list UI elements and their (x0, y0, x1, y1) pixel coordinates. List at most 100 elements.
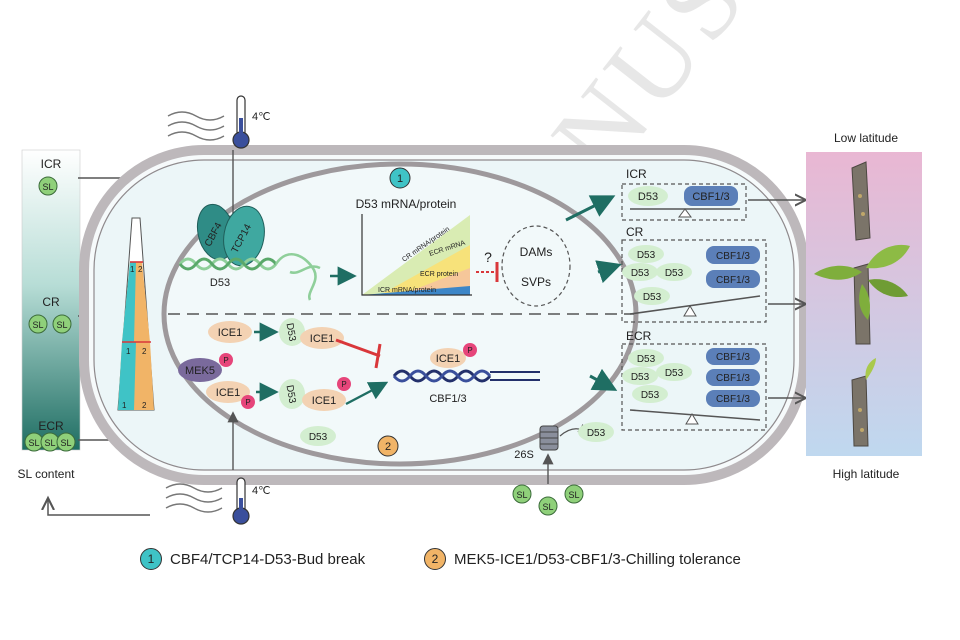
svg-text:26S: 26S (514, 449, 534, 461)
cr-label: CR (42, 295, 60, 309)
svg-text:P: P (341, 380, 346, 389)
svg-text:D53: D53 (631, 268, 650, 279)
cbf4-tcp14-complex: CBF4 TCP14 (196, 203, 265, 267)
svg-text:SL: SL (568, 490, 579, 500)
svg-text:D53: D53 (638, 191, 658, 203)
legend-item-2-text: MEK5-ICE1/D53-CBF1/3-Chilling tolerance (454, 550, 741, 568)
svg-text:CBF1/3: CBF1/3 (716, 251, 750, 262)
inhibition-bar (335, 338, 381, 358)
svg-text:2: 2 (385, 441, 391, 453)
svg-text:2: 2 (142, 347, 147, 356)
d53-gene-label: D53 (210, 277, 230, 289)
svg-text:D53: D53 (284, 322, 298, 342)
pathway-2-legend-badge: 2 (424, 548, 446, 570)
svg-text:ICE1: ICE1 (218, 327, 242, 339)
sl-molecules-bottom: SL SL SL (512, 484, 584, 516)
dams-svps: DAMs SVPs (501, 225, 571, 307)
svg-text:4℃: 4℃ (252, 485, 270, 497)
sl-molecule (56, 432, 76, 452)
sl-molecule (38, 176, 58, 196)
svg-text:ICE1: ICE1 (436, 353, 460, 365)
svg-text:ECR: ECR (626, 329, 652, 343)
proteasome-26s: 26S D53 (514, 422, 614, 484)
svg-text:1: 1 (122, 401, 127, 410)
inhibition-question: ? (476, 249, 499, 282)
svg-text:SVPs: SVPs (521, 275, 551, 289)
svg-text:CR: CR (626, 225, 644, 239)
svg-text:DAMs: DAMs (520, 245, 553, 259)
svg-text:D53: D53 (284, 384, 298, 404)
chart-title: D53 mRNA/protein (356, 197, 457, 211)
svg-text:SL: SL (60, 438, 71, 448)
legend-item-1-text: CBF4/TCP14-D53-Bud break (170, 550, 366, 568)
svg-text:CBF1/3: CBF1/3 (692, 191, 729, 203)
pathway-1-legend-badge: 1 (140, 548, 162, 570)
svg-text:CBF1/3: CBF1/3 (716, 373, 750, 384)
svg-text:?: ? (484, 249, 492, 265)
svg-text:SL: SL (542, 502, 553, 512)
svg-text:ICE1: ICE1 (312, 395, 336, 407)
low-latitude-label: Low latitude (834, 131, 898, 145)
svg-text:D53: D53 (309, 432, 328, 443)
latitude-panel: Low latitude High latitude (806, 131, 922, 481)
d53-free: D53 (300, 426, 336, 446)
nucleus-output-arrows (565, 195, 622, 391)
svg-text:1: 1 (130, 265, 135, 274)
sl-gauge: 1 2 1 2 1 2 (117, 217, 155, 411)
svg-text:ECR protein: ECR protein (420, 271, 458, 278)
svg-text:SL: SL (42, 182, 53, 192)
svg-text:ICE1: ICE1 (310, 333, 334, 345)
svg-text:1: 1 (397, 173, 403, 185)
svg-text:ICE1: ICE1 (216, 387, 240, 399)
svg-text:P: P (223, 356, 228, 365)
svg-text:D53: D53 (665, 368, 684, 379)
cold-wind-bottom (165, 483, 223, 513)
d53-expression-chart: D53 mRNA/protein CR mRNA/protein ECR mRN… (356, 197, 472, 296)
svg-text:D53: D53 (637, 354, 656, 365)
svg-text:SL: SL (516, 490, 527, 500)
svg-text:D53: D53 (587, 428, 606, 439)
cold-wind-top (167, 111, 225, 141)
svg-text:CBF1/3: CBF1/3 (716, 275, 750, 286)
svg-text:CBF1/3: CBF1/3 (716, 352, 750, 363)
thermometer-top-icon: 4℃ (232, 95, 270, 149)
svg-text:D53: D53 (665, 268, 684, 279)
sl-content-bar: ICR SL CR SL SL ECR SL SL SL SL content (18, 149, 81, 481)
icr-balance-box: ICR D53 CBF1/3 (621, 167, 747, 221)
svg-text:MEK5: MEK5 (185, 365, 215, 377)
svg-text:1: 1 (126, 347, 131, 356)
icr-label: ICR (41, 157, 62, 171)
ecr-label: ECR (38, 419, 64, 433)
cr-balance-box: CR D53 D53 D53 D53 CBF1/3 CBF1/3 (621, 225, 767, 323)
svg-text:2: 2 (138, 265, 143, 274)
cbf13-promoter: ICE1 P CBF1/3 (392, 343, 540, 405)
box-output-arrows (748, 200, 806, 398)
svg-text:P: P (245, 398, 250, 407)
high-latitude-label: High latitude (833, 467, 900, 481)
svg-text:2: 2 (142, 401, 147, 410)
pathway-1-badge (389, 167, 411, 189)
svg-text:D53: D53 (631, 372, 650, 383)
legend-item-1: 1 CBF4/TCP14-D53-Bud break (140, 548, 365, 570)
svg-text:D53: D53 (643, 292, 662, 303)
sl-content-caption: SL content (18, 467, 76, 481)
thermometer-bottom-icon: 4℃ (232, 477, 270, 525)
svg-text:SL: SL (44, 438, 55, 448)
dna-helix-d53 (178, 253, 321, 301)
svg-text:SL: SL (32, 320, 43, 330)
svg-text:SL: SL (56, 320, 67, 330)
svg-text:SL: SL (28, 438, 39, 448)
sl-molecule (28, 314, 48, 334)
svg-text:CBF1/3: CBF1/3 (716, 394, 750, 405)
sl-molecule (52, 314, 72, 334)
svg-text:ICR mRNA/protein: ICR mRNA/protein (378, 287, 436, 294)
ecr-balance-box: ECR D53 D53 D53 D53 CBF1/3 CBF1/3 CBF1/3 (621, 329, 767, 431)
pathway-2-badge (377, 435, 399, 457)
svg-text:P: P (467, 346, 472, 355)
legend-item-2: 2 MEK5-ICE1/D53-CBF1/3-Chilling toleranc… (424, 548, 741, 570)
svg-text:D53: D53 (637, 250, 656, 261)
svg-text:D53: D53 (641, 390, 660, 401)
svg-text:CBF1/3: CBF1/3 (429, 393, 466, 405)
svg-text:ICR: ICR (626, 167, 647, 181)
